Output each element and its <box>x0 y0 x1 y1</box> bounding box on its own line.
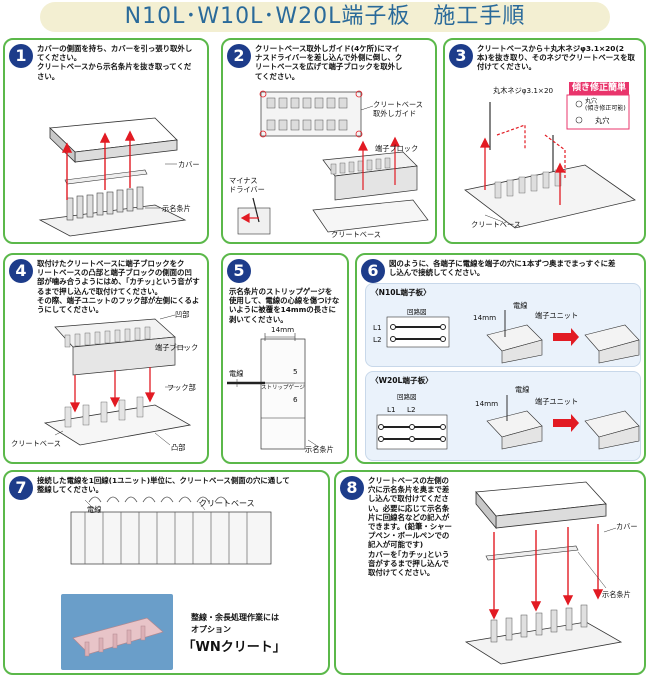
w20l-title: 〈W20L端子板〉 <box>371 376 433 385</box>
step-number: 3 <box>449 44 473 68</box>
option-note-line1: 整線・余長処理作業には <box>191 613 279 622</box>
label-base: クリートベース <box>471 220 521 229</box>
label-wire-w20l: 電線 <box>515 385 530 394</box>
step-number: 6 <box>361 259 385 283</box>
label-5: 5 <box>293 367 298 376</box>
step-number: 7 <box>9 476 33 500</box>
step-3-illustration <box>464 94 636 229</box>
step-6-panel: 6 図のように、各端子に電線を端子の穴に1本ずつ奥までまっすぐに差 し込んで接続… <box>355 253 646 464</box>
page-title: N10L･W10L･W20L端子板 施工手順 <box>40 2 610 32</box>
wn-cleat-photo <box>61 594 173 670</box>
label-14mm-n10l: 14mm <box>473 313 497 322</box>
label-base: クリートベース <box>199 499 255 508</box>
label-round-hole: 丸穴 <box>595 116 610 125</box>
label-l2-w20l: L2 <box>407 405 416 414</box>
label-base: クリートベース <box>11 439 61 448</box>
label-screw: 丸木ネジφ3.1×20 <box>493 86 554 95</box>
step-7-text: 接続した電線を1回線(1ユニット)単位に、クリートベース側面の穴に通して 整線し… <box>37 476 290 495</box>
step-5-illustration <box>227 333 320 450</box>
step-4-panel: 4 取付けたクリートベースに端子ブロックをク リートベースの凸部と端子ブロックの… <box>3 253 209 464</box>
label-recess: 凹部 <box>175 310 190 319</box>
label-circuit-n10l: 回路図 <box>407 308 427 316</box>
step-number: 2 <box>227 44 251 68</box>
step-number: 1 <box>9 44 33 68</box>
step-6-text: 図のように、各端子に電線を端子の穴に1本ずつ奥までまっすぐに差 し込んで接続して… <box>389 259 616 278</box>
step-5-text: 示名条片のストリップゲージを 使用して、電線の心線を傷つけな いように被覆を14… <box>229 287 340 324</box>
label-cover: カバー <box>616 522 638 531</box>
label-guide: クリートベース 取外しガイド <box>373 100 423 118</box>
step-number: 8 <box>340 476 364 500</box>
step-7-panel: 7 接続した電線を1回線(1ユニット)単位に、クリートベース側面の穴に通して 整… <box>3 470 330 675</box>
step-4-text: 取付けたクリートベースに端子ブロックをク リートベースの凸部と端子ブロックの側面… <box>37 259 200 315</box>
step-6-illustration <box>376 310 640 450</box>
easy-adjust-badge: 傾き修正簡単 <box>569 82 630 95</box>
label-strip: 示名条片 <box>602 590 631 599</box>
step-1-panel: 1 カバーの側面を持ち、カバーを引っ張り取外し てください。 クリートベースから… <box>3 38 209 244</box>
label-strip: 示名条片 <box>162 204 191 213</box>
label-strip: 示名条片 <box>305 445 334 454</box>
label-block: 端子ブロック <box>155 343 199 352</box>
step-2-panel: 2 クリートベース取外しガイド(4ケ所)にマイ ナスドライバーを差し込んで外側に… <box>221 38 437 244</box>
label-unit-n10l: 端子ユニット <box>535 311 579 320</box>
step-7-illustration <box>70 496 272 565</box>
step-3-panel: 3 クリートベースから＋丸木ネジφ3.1×20(2 本)を抜き取り、そのネジでク… <box>443 38 646 244</box>
label-l2-n10l: L2 <box>373 335 382 344</box>
label-block: 端子ブロック <box>375 144 419 153</box>
label-6: 6 <box>293 395 298 404</box>
label-hole: 丸穴 (傾き修正可能) <box>585 98 626 112</box>
step-4-illustration <box>43 314 192 446</box>
label-wire-n10l: 電線 <box>513 301 528 310</box>
step-8-panel: 8 クリートベースの左側の 穴に示名条片を奥まで差 し込んで取付けてくださ い。… <box>334 470 646 675</box>
step-3-text: クリートベースから＋丸木ネジφ3.1×20(2 本)を抜き取り、そのネジでクリー… <box>477 44 635 72</box>
label-hook: フック部 <box>167 383 196 392</box>
label-wire: 電線 <box>87 505 102 514</box>
wn-cleat-image <box>72 617 164 657</box>
option-product-name: ｢WNクリート｣ <box>189 640 280 655</box>
label-driver: マイナス ドライバー <box>229 176 265 194</box>
label-l1-n10l: L1 <box>373 323 382 332</box>
step-2-text: クリートベース取外しガイド(4ケ所)にマイ ナスドライバーを差し込んで外側に倒し… <box>255 44 403 81</box>
step-2-illustration <box>237 90 429 235</box>
step-1-text: カバーの側面を持ち、カバーを引っ張り取外し てください。 クリートベースから示名… <box>37 44 193 81</box>
label-gauge: ストリップゲージ <box>261 385 305 391</box>
step-number: 4 <box>9 259 33 283</box>
step-1-illustration <box>38 117 187 237</box>
label-l1-w20l: L1 <box>387 405 396 414</box>
n10l-title: 〈N10L端子板〉 <box>371 288 431 297</box>
step-8-text: クリートベースの左側の 穴に示名条片を奥まで差 し込んで取付けてくださ い。必要… <box>368 476 452 578</box>
step-8-illustration <box>464 481 623 665</box>
label-circuit-w20l: 回路図 <box>397 393 417 401</box>
label-boss: 凸部 <box>171 443 186 452</box>
label-14mm-w20l: 14mm <box>475 399 499 408</box>
label-unit-w20l: 端子ユニット <box>535 397 579 406</box>
option-note-line2: オプション <box>191 625 231 634</box>
step-5-panel: 5 示名条片のストリップゲージを 使用して、電線の心線を傷つけな いように被覆を… <box>221 253 349 464</box>
label-wire: 電線 <box>229 369 244 378</box>
label-14mm: 14mm <box>271 325 295 334</box>
label-cover: カバー <box>178 160 200 169</box>
label-base: クリートベース <box>331 230 381 239</box>
step-number: 5 <box>227 259 251 283</box>
